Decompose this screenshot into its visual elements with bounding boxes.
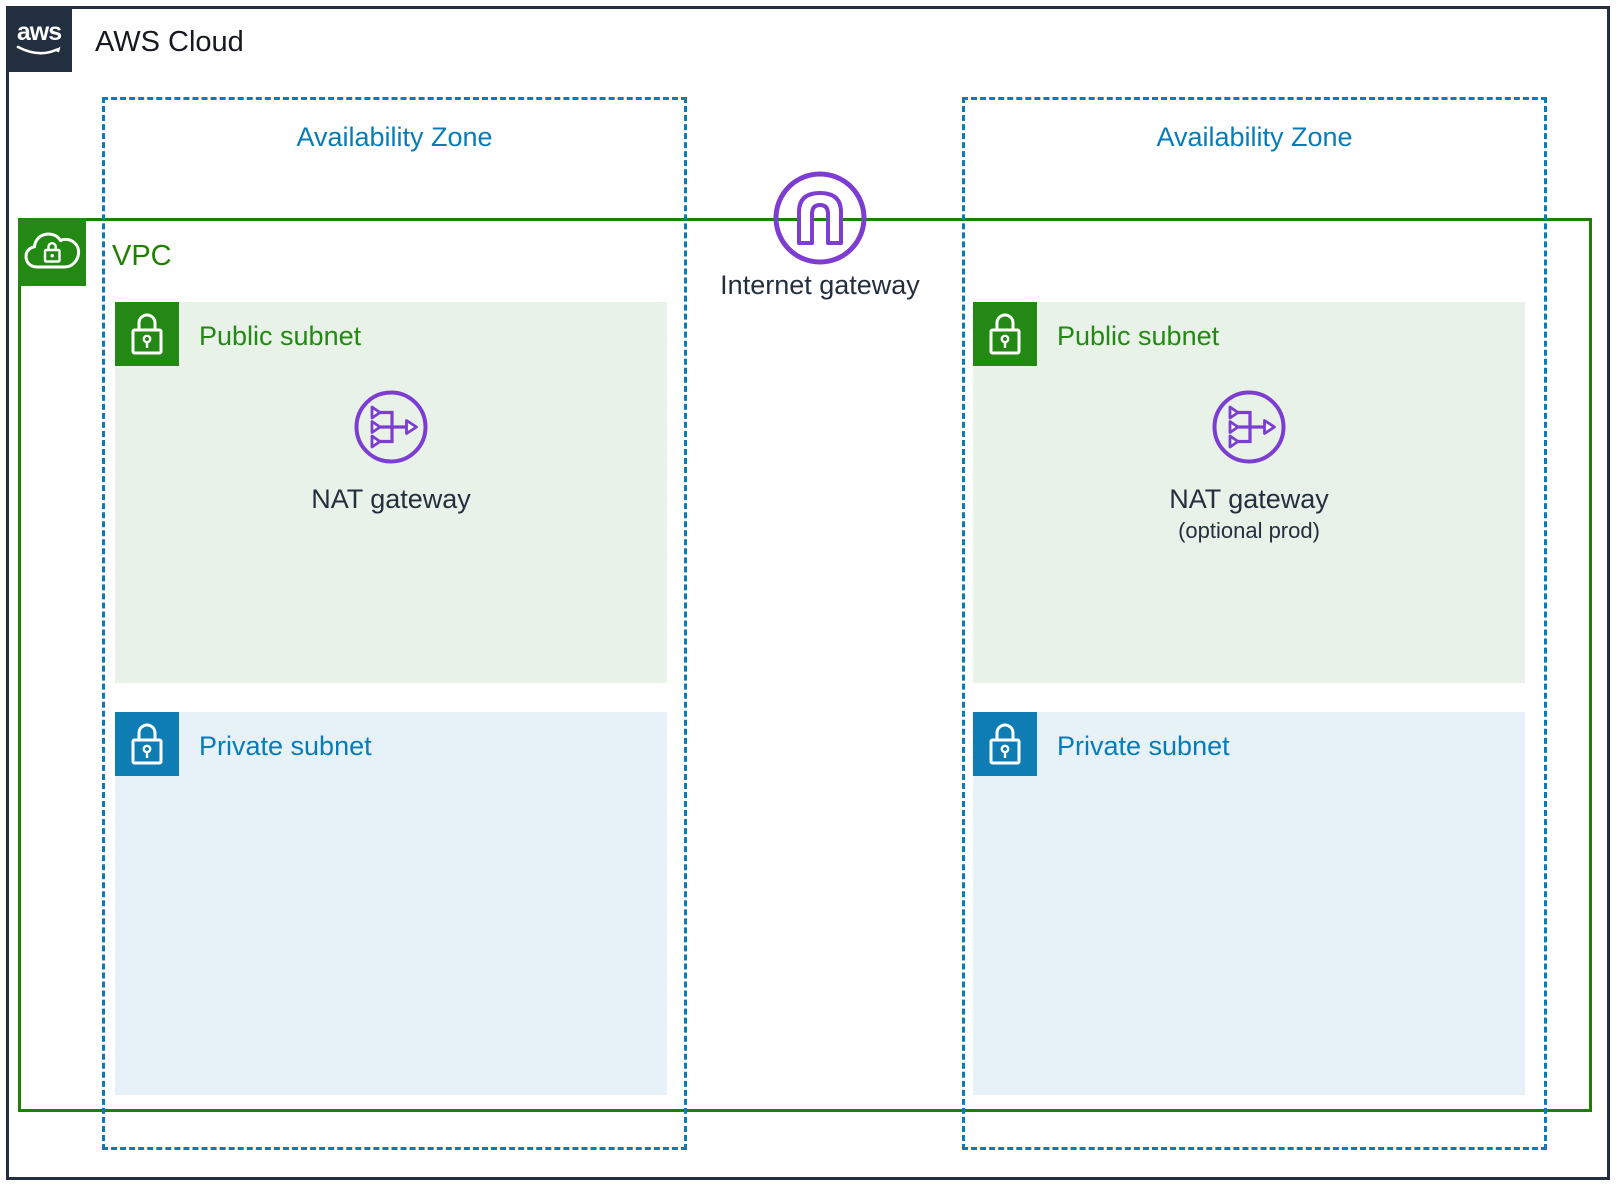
nat-gateway-sublabel: (optional prod) bbox=[1178, 518, 1320, 543]
private-subnet-label: Private subnet bbox=[1057, 731, 1230, 761]
private-subnet-label: Private subnet bbox=[199, 731, 372, 761]
public-subnet-label: Public subnet bbox=[1057, 321, 1220, 351]
internet-gateway-icon bbox=[773, 171, 867, 265]
public-subnet-label: Public subnet bbox=[199, 321, 362, 351]
vpc-icon bbox=[18, 218, 86, 286]
nat-gateway-2: NAT gateway (optional prod) bbox=[973, 387, 1525, 544]
private-subnet-1: Private subnet bbox=[115, 712, 667, 1095]
availability-zone-1: Availability Zone Public subnet bbox=[102, 97, 687, 1150]
aws-logo-text: aws bbox=[16, 18, 62, 46]
nat-gateway-label: NAT gateway bbox=[311, 484, 471, 514]
public-subnet-2: Public subnet NAT gateway (optional prod… bbox=[973, 302, 1525, 683]
nat-gateway-icon bbox=[1212, 390, 1286, 464]
nat-gateway-label: NAT gateway bbox=[1169, 484, 1329, 514]
private-subnet-lock-icon bbox=[115, 712, 179, 776]
availability-zone-2: Availability Zone Public subnet bbox=[962, 97, 1547, 1150]
aws-cloud-boundary bbox=[6, 6, 1610, 1180]
availability-zone-label: Availability Zone bbox=[296, 122, 493, 152]
nat-gateway-icon bbox=[354, 390, 428, 464]
public-subnet-1: Public subnet NAT gateway bbox=[115, 302, 667, 683]
diagram-title: AWS Cloud bbox=[95, 26, 244, 58]
public-subnet-lock-icon bbox=[115, 302, 179, 366]
vpc-label: VPC bbox=[112, 240, 172, 272]
nat-gateway-1: NAT gateway bbox=[115, 387, 667, 515]
aws-smile-icon bbox=[16, 45, 61, 55]
internet-gateway-label: Internet gateway bbox=[720, 270, 920, 300]
availability-zone-label: Availability Zone bbox=[1156, 122, 1353, 152]
public-subnet-lock-icon bbox=[973, 302, 1037, 366]
private-subnet-2: Private subnet bbox=[973, 712, 1525, 1095]
aws-logo: aws bbox=[6, 6, 72, 72]
internet-gateway: Internet gateway bbox=[720, 168, 920, 300]
private-subnet-lock-icon bbox=[973, 712, 1037, 776]
